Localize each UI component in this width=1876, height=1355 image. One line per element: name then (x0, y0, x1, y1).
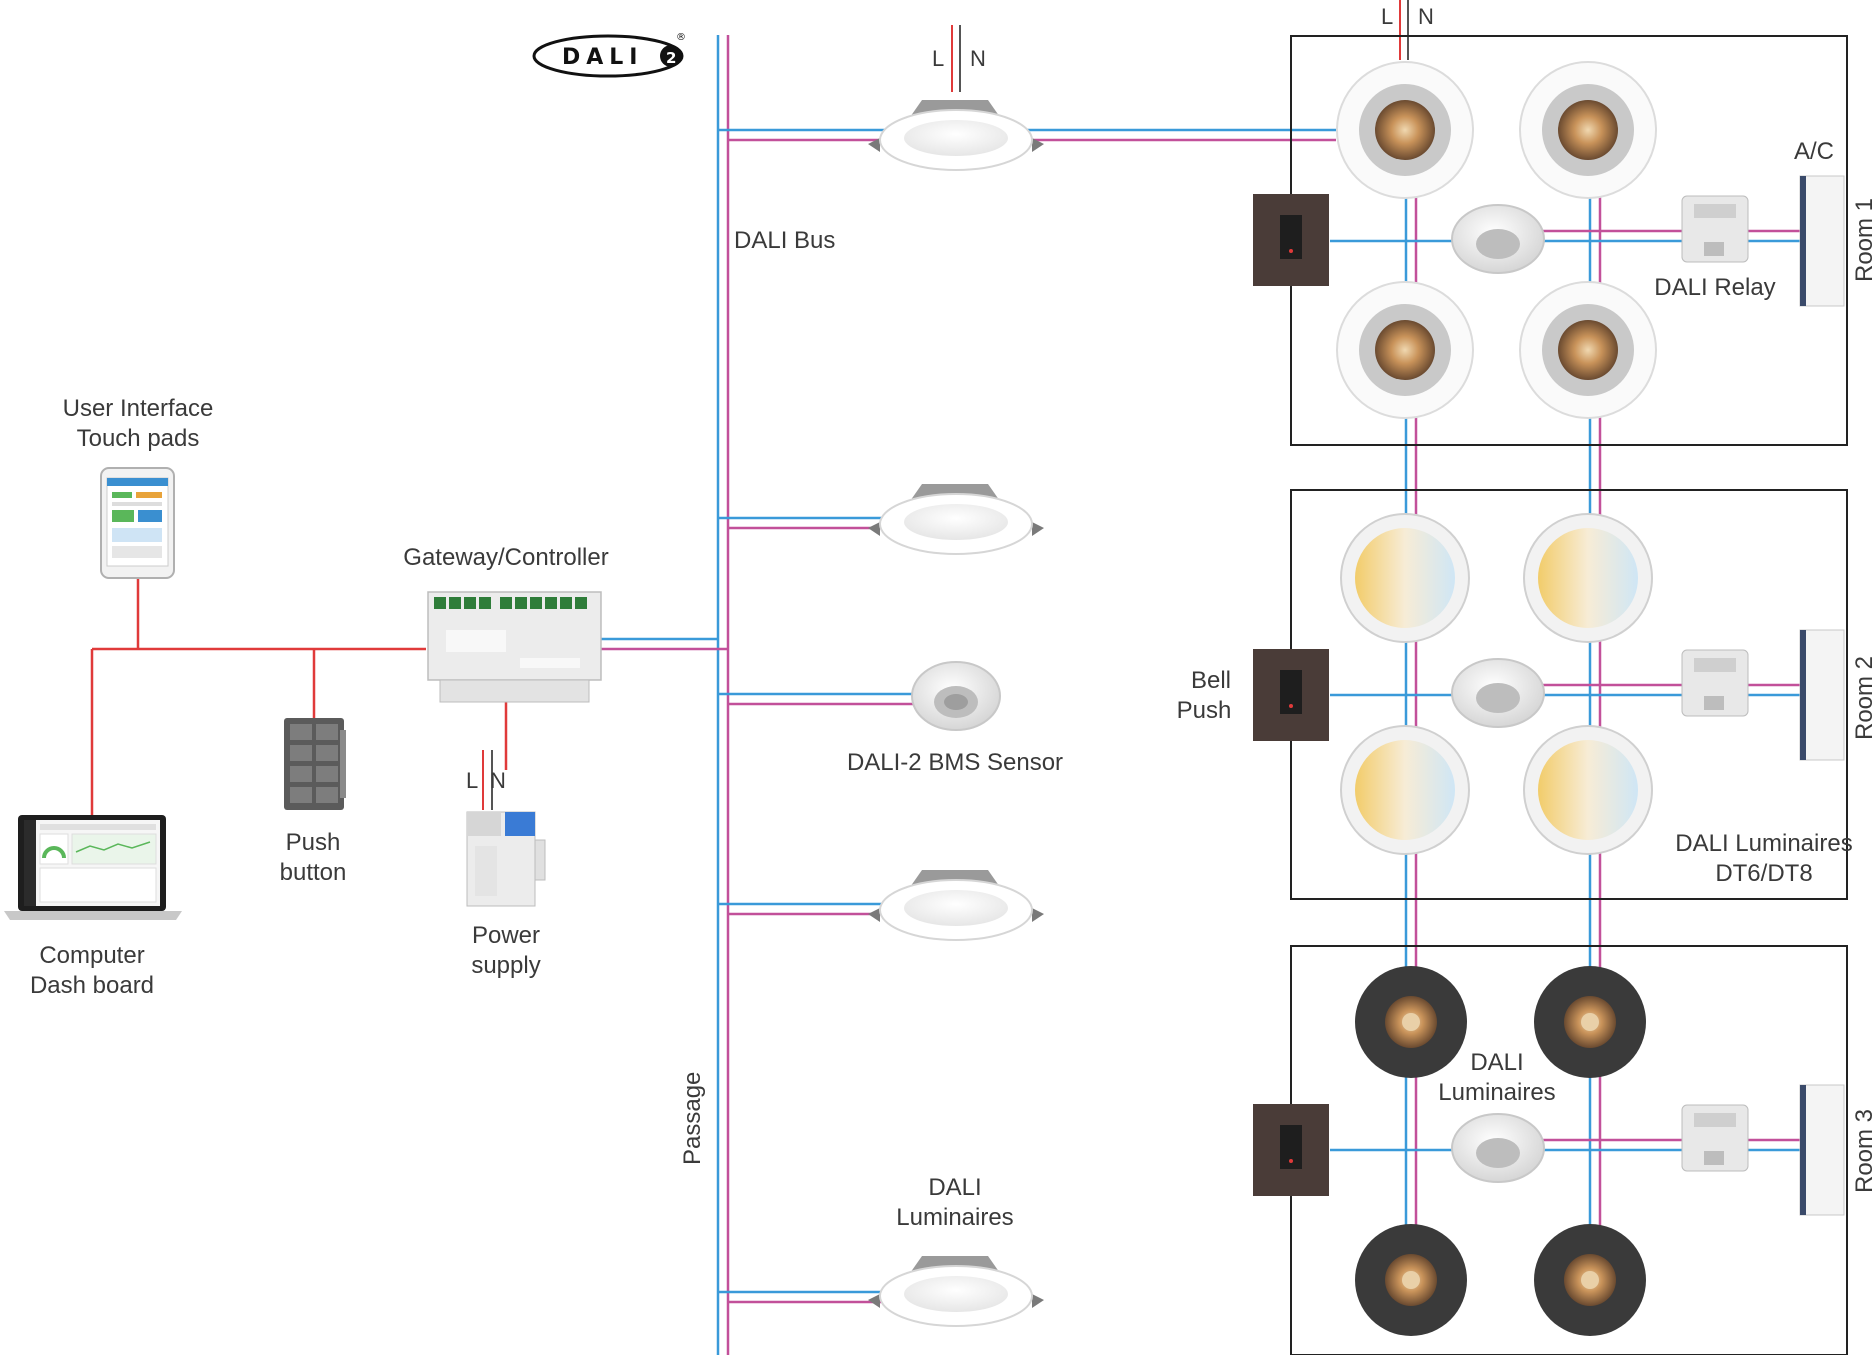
label-neutral-passage: N (970, 46, 986, 71)
label-passage-lum-1: DALI (928, 1174, 981, 1201)
label-dali-relay: DALI Relay (1654, 274, 1775, 301)
room3-spot-4 (1534, 1224, 1646, 1336)
label-passage-lum-2: Luminaires (896, 1204, 1013, 1231)
label-bms-sensor: DALI-2 BMS Sensor (847, 749, 1063, 776)
label-live-passage: L (932, 46, 944, 71)
room2-ac-unit (1799, 629, 1845, 761)
logo-registered: ® (676, 32, 686, 43)
label-bell-1: Bell (1191, 667, 1231, 694)
label-user-interface-1: User Interface (63, 395, 214, 422)
room2-sensor (1451, 658, 1545, 728)
room3-switch (1253, 1104, 1329, 1196)
dali2-logo: DALI 2 ® (532, 32, 686, 78)
room1-spot-3 (1336, 281, 1474, 419)
logo-text: DALI (562, 45, 644, 70)
label-ac: A/C (1794, 138, 1834, 165)
gateway-controller (427, 591, 602, 703)
logo-version: 2 (666, 49, 676, 67)
passage-downlight-4 (868, 1256, 1044, 1327)
passage-downlight-3 (868, 870, 1044, 941)
label-bell-2: Push (1177, 697, 1232, 724)
label-user-interface-2: Touch pads (77, 425, 200, 452)
label-neutral-psu: N (490, 768, 506, 793)
label-push-2: button (280, 859, 347, 886)
mains-wiring (90, 578, 508, 820)
passage-bms-sensor (911, 661, 1001, 731)
label-dali-bus: DALI Bus (734, 227, 835, 254)
room2-relay (1681, 649, 1749, 717)
room1-sensor (1451, 204, 1545, 274)
label-gateway: Gateway/Controller (403, 544, 608, 571)
label-room2: Room 2 (1851, 656, 1876, 740)
label-room3: Room 3 (1851, 1109, 1876, 1193)
room1-relay (1681, 195, 1749, 263)
label-room3-lum-2: Luminaires (1438, 1079, 1555, 1106)
room2-lum-3 (1340, 725, 1470, 855)
room1-spot-1 (1336, 61, 1474, 199)
room1-ac-unit (1799, 175, 1845, 307)
room2-lum-4 (1523, 725, 1653, 855)
room3-spot-3 (1355, 1224, 1467, 1336)
room2-lum-1 (1340, 513, 1470, 643)
label-room3-lum-1: DALI (1470, 1049, 1523, 1076)
room3-spot-1 (1355, 966, 1467, 1078)
room2-lum-2 (1523, 513, 1653, 643)
room2-bell-push (1253, 649, 1329, 741)
label-live-psu: L (466, 768, 478, 793)
room1-spot-2 (1519, 61, 1657, 199)
room2-tunable-luminaires (1340, 513, 1653, 855)
room3-spot-2 (1534, 966, 1646, 1078)
laptop-dashboard (4, 815, 182, 920)
tablet-touchpad (100, 467, 175, 579)
passage-downlight-1 (868, 100, 1044, 171)
room3-relay (1681, 1104, 1749, 1172)
label-room2-lum-1: DALI Luminaires (1675, 830, 1852, 857)
label-neutral-room1: N (1418, 4, 1434, 29)
label-live-room1: L (1381, 4, 1393, 29)
label-power-1: Power (472, 922, 540, 949)
mains-feeds (482, 0, 1409, 810)
passage-downlight-2 (868, 484, 1044, 555)
room1-spotlights (1336, 61, 1657, 419)
room1-spot-4 (1519, 281, 1657, 419)
push-button-panel (284, 718, 346, 810)
label-computer-1: Computer (39, 942, 144, 969)
room3-black-spotlights (1355, 966, 1646, 1336)
label-passage: Passage (679, 1072, 706, 1165)
room1-switch (1253, 194, 1329, 286)
label-computer-2: Dash board (30, 972, 154, 999)
room3-sensor (1451, 1113, 1545, 1183)
label-room2-lum-2: DT6/DT8 (1715, 860, 1812, 887)
label-room1: Room 1 (1851, 198, 1876, 282)
dali-bus-backbone (600, 35, 1336, 1355)
power-supply (466, 811, 546, 907)
label-power-2: supply (471, 952, 540, 979)
label-push-1: Push (286, 829, 341, 856)
room3-ac-unit (1799, 1084, 1845, 1216)
